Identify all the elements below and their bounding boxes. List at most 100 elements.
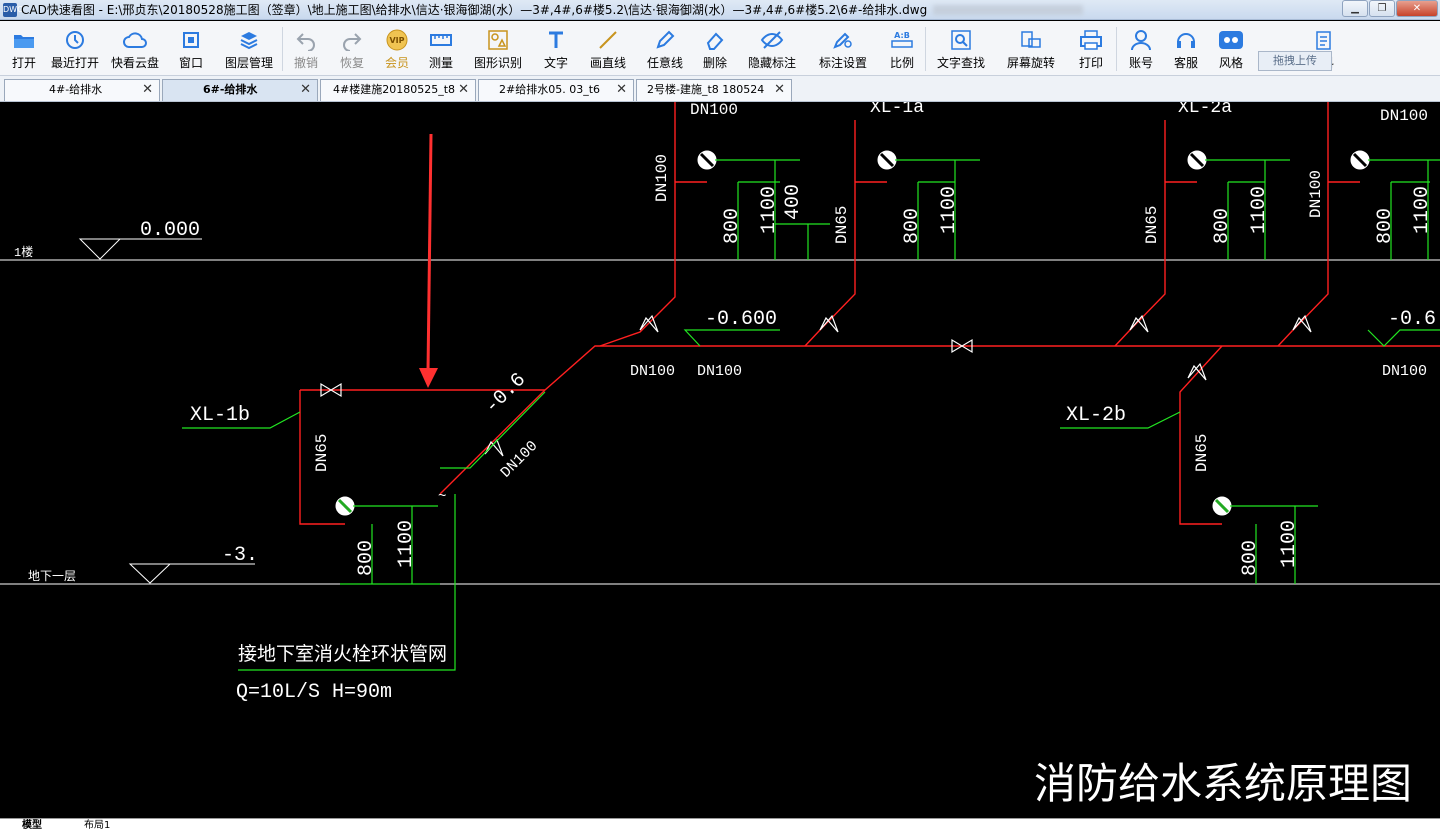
scale-icon: A:B	[889, 27, 915, 53]
drag-upload-box[interactable]: 拖拽上传	[1258, 51, 1332, 71]
tab-2-architecture[interactable]: 2号楼-建施_t8 180524✕	[636, 79, 792, 101]
recent-open-button[interactable]: 最近打开	[46, 21, 104, 76]
pipe-size-label: DN100	[498, 438, 542, 482]
drawing-title: 消防给水系统原理图	[1034, 759, 1412, 808]
note-label: 接地下室消火栓环状管网	[238, 643, 447, 665]
eye-off-icon	[760, 27, 784, 53]
window-title: CAD快速看图 - E:\邢贞东\20180528施工图（签章）\地上施工图\给…	[21, 3, 928, 17]
pipe-size-label: DN65	[1193, 434, 1211, 472]
cloud-icon	[122, 27, 148, 53]
pipe-size-label: DN100	[697, 363, 742, 380]
pipe-size-label: DN65	[313, 434, 331, 472]
cloud-disk-button[interactable]: 快看云盘	[104, 21, 166, 76]
eraser-icon	[704, 27, 726, 53]
close-button[interactable]: ✕	[1396, 0, 1438, 17]
annotation-settings-button[interactable]: 标注设置	[807, 21, 879, 76]
tab-4-architecture[interactable]: 4#楼建施20180525_t8✕	[320, 79, 476, 101]
shape-recognition-icon	[486, 27, 510, 53]
pipe-size-label: DN100	[1307, 170, 1325, 218]
tab-2-plumbing[interactable]: 2#给排水05. 03_t6✕	[478, 79, 634, 101]
style-button[interactable]: 风格	[1207, 21, 1255, 76]
riser-label: XL-2a	[1178, 102, 1232, 118]
dimension-label: 800	[355, 540, 378, 576]
delete-button[interactable]: 删除	[693, 21, 737, 76]
dimension-lines	[182, 159, 1440, 671]
maximize-button[interactable]: ❐	[1369, 0, 1395, 17]
layers-icon	[238, 27, 260, 53]
pipe-size-label: DN65	[833, 206, 851, 244]
shape-recognition-button[interactable]: 图形识别	[463, 21, 533, 76]
tab-4-plumbing[interactable]: 4#-给排水✕	[4, 79, 160, 101]
red-arrow-annotation	[419, 133, 438, 388]
title-redacted	[933, 4, 1084, 15]
find-text-button[interactable]: 文字查找	[926, 21, 996, 76]
pen-icon	[654, 27, 676, 53]
pipe-size-label: DN100	[1380, 107, 1428, 125]
window-icon	[180, 27, 202, 53]
screen-rotate-button[interactable]: 屏幕旋转	[996, 21, 1066, 76]
text-icon	[545, 27, 567, 53]
open-button[interactable]: 打开	[2, 21, 46, 76]
scale-button[interactable]: A:B 比例	[879, 21, 925, 76]
pipe-size-label: DN65	[1143, 206, 1161, 244]
dimension-label: 1100	[1411, 186, 1434, 234]
elevation-label: -3.	[222, 544, 258, 567]
layout-tab-bar: 模型 布局1	[0, 818, 1440, 831]
elevation-label: -0.6	[1388, 308, 1436, 331]
headset-icon	[1175, 27, 1197, 53]
undo-button[interactable]: 撤销	[283, 21, 329, 76]
close-tab-icon[interactable]: ✕	[616, 82, 627, 97]
riser-label: XL-1b	[190, 404, 250, 427]
riser-label: XL-2b	[1066, 404, 1126, 427]
info-icon	[1266, 27, 1288, 53]
vip-button[interactable]: VIP 会员	[375, 21, 419, 76]
valve-icon	[320, 314, 1312, 457]
fire-water-pipe-network	[299, 102, 1440, 525]
main-toolbar: 打开 最近打开 快看云盘 窗口 图层管理 撤销 恢复 VIP 会员 测量 图形识…	[0, 21, 1440, 76]
window-button[interactable]: 窗口	[166, 21, 216, 76]
elevation-marker	[128, 563, 255, 584]
elevation-marker	[78, 238, 202, 260]
dimension-label: 400	[782, 184, 805, 220]
customer-service-button[interactable]: 客服	[1165, 21, 1207, 76]
redo-button[interactable]: 恢复	[329, 21, 375, 76]
document-icon	[1311, 27, 1333, 53]
tab-6-plumbing[interactable]: 6#-给排水✕	[162, 79, 318, 101]
close-tab-icon[interactable]: ✕	[142, 82, 153, 97]
dimension-label: 1100	[1278, 520, 1301, 568]
flow-spec-label: Q=10L/S H=90m	[236, 681, 392, 704]
drawing-canvas[interactable]: 0.000 1楼 -3. 地下一层	[0, 102, 1440, 818]
dimension-label: 1100	[938, 186, 961, 234]
minimize-button[interactable]: ▁	[1342, 0, 1368, 17]
freehand-line-button[interactable]: 任意线	[637, 21, 693, 76]
tab-model[interactable]: 模型	[10, 819, 54, 831]
app-icon: DWG	[3, 2, 23, 17]
folder-icon	[12, 27, 36, 53]
printer-icon	[1079, 27, 1103, 53]
close-tab-icon[interactable]: ✕	[458, 82, 469, 97]
draw-line-button[interactable]: 画直线	[579, 21, 637, 76]
pipe-size-label: DN100	[690, 102, 738, 119]
dimension-label: 800	[1211, 208, 1234, 244]
tab-layout1[interactable]: 布局1	[84, 820, 111, 831]
layer-manager-button[interactable]: 图层管理	[216, 21, 282, 76]
user-icon	[1130, 27, 1152, 53]
close-tab-icon[interactable]: ✕	[774, 82, 785, 97]
history-icon	[63, 27, 87, 53]
dimension-label: 1100	[395, 520, 418, 568]
elevation-label: 0.000	[140, 219, 200, 242]
dimension-label: 800	[901, 208, 924, 244]
hide-annotation-button[interactable]: 隐藏标注	[737, 21, 807, 76]
close-tab-icon[interactable]: ✕	[300, 82, 311, 97]
print-button[interactable]: 打印	[1066, 21, 1116, 76]
window-controls: ▁ ❐ ✕	[1342, 0, 1438, 17]
account-button[interactable]: 账号	[1117, 21, 1165, 76]
dimension-label: 1100	[758, 186, 781, 234]
level-label: 1楼	[14, 244, 33, 260]
title-bar: DWG CAD快速看图 - E:\邢贞东\20180528施工图（签章）\地上施…	[0, 0, 1440, 20]
measure-button[interactable]: 测量	[419, 21, 463, 76]
svg-text:A:B: A:B	[894, 31, 910, 40]
undo-icon	[295, 27, 317, 53]
text-button[interactable]: 文字	[533, 21, 579, 76]
dimension-label: 800	[1374, 208, 1397, 244]
